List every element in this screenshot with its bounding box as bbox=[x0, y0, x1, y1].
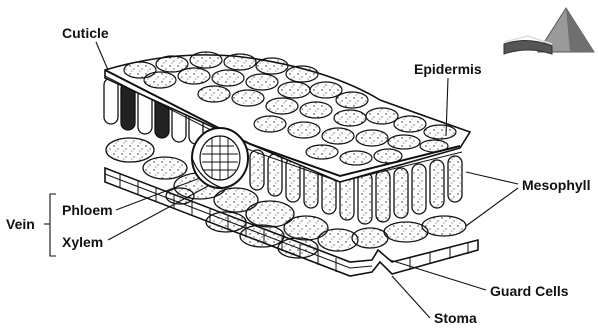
vein-label: Vein bbox=[6, 217, 35, 231]
mesophyll-leader-1 bbox=[466, 172, 518, 184]
vein-bundle bbox=[192, 128, 248, 188]
book-pyramid-logo-icon bbox=[504, 8, 594, 54]
stoma-label: Stoma bbox=[434, 311, 477, 325]
cuticle-leader bbox=[96, 42, 108, 70]
phloem-label: Phloem bbox=[62, 203, 113, 217]
guard-cells-leader bbox=[390, 260, 486, 290]
vein-bracket bbox=[50, 194, 56, 256]
cuticle-label: Cuticle bbox=[62, 26, 109, 40]
mesophyll-label: Mesophyll bbox=[522, 178, 590, 192]
guard-cells-label: Guard Cells bbox=[490, 284, 569, 298]
xylem-label: Xylem bbox=[62, 235, 103, 249]
mesophyll-leader-2 bbox=[466, 188, 518, 226]
epidermis-label: Epidermis bbox=[414, 62, 482, 76]
stoma-leader bbox=[392, 276, 430, 318]
